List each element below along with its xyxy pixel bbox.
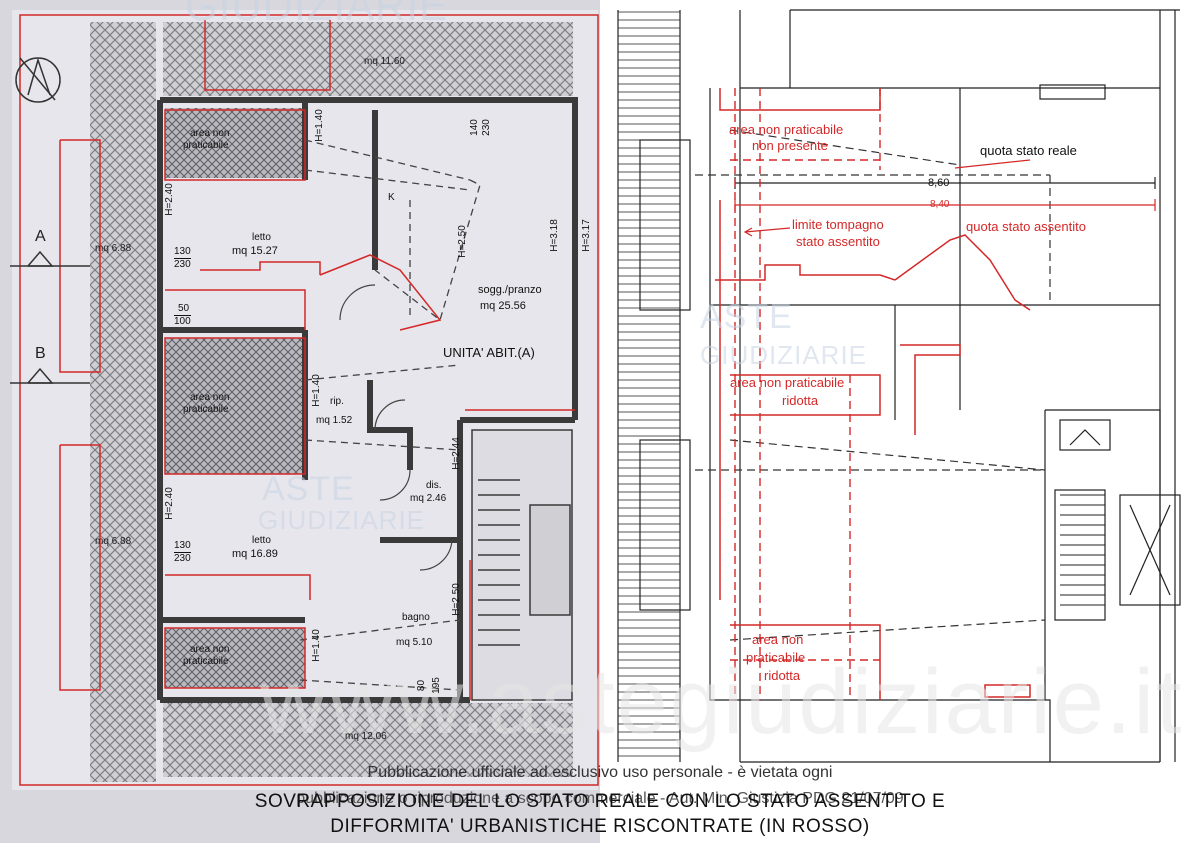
dim-reale-value: 8,60	[928, 177, 950, 189]
bath-area: mq 5.10	[396, 637, 433, 648]
label-side-top: mq 6.88	[95, 243, 132, 254]
height-250-top: H=2.50	[456, 225, 468, 258]
nonwalk-1	[165, 108, 305, 178]
living-name: sogg./pranzo	[478, 284, 542, 296]
height-318: H=3.18	[548, 219, 560, 252]
hall-area: mq 2.46	[410, 493, 447, 504]
height-250-bottom: H=2.50	[450, 583, 462, 616]
kitchen-mark: K	[388, 192, 395, 203]
watermark-brand-left: ASTE	[262, 470, 355, 508]
nonwalk-3-line1: area non	[190, 644, 230, 655]
watermark-brand-top: GIUDIZIARIE	[185, 0, 449, 29]
nonwalk-2-line1: area non	[190, 392, 230, 403]
note-reduced-1: area non praticabile	[730, 375, 845, 390]
bedroom2-name: letto	[252, 535, 271, 546]
label-bottom-terrace: mq 12.06	[345, 731, 387, 742]
balcony-stripes	[618, 10, 680, 762]
storage-area: mq 1.52	[316, 415, 353, 426]
door-top-value: 140	[468, 119, 480, 136]
bath-name: bagno	[402, 612, 430, 623]
left-plan	[0, 0, 600, 843]
nonwalk-2	[165, 338, 305, 474]
label-side-bottom: mq 6.88	[95, 536, 132, 547]
height-317: H=3.17	[580, 219, 592, 252]
note-infill-1: limite tompagno	[792, 217, 884, 232]
terrace-bottom	[163, 703, 573, 777]
hall-name: dis.	[426, 480, 442, 491]
window2-bottom-value: 100	[174, 315, 191, 327]
nonwalk-2-line2: praticabile	[183, 404, 229, 415]
label-top-terrace: mq 11.60	[364, 56, 405, 67]
note-reduced-2: ridotta	[782, 393, 819, 408]
note-reduced-bottom-1: area non	[752, 632, 804, 647]
dim-assentito-value: 8,40	[930, 199, 950, 210]
unit-name: UNITA' ABIT.(A)	[443, 345, 535, 360]
nonwalk-1-line2: praticabile	[183, 140, 229, 151]
watermark-brand-right: ASTE	[700, 298, 793, 336]
nonwalk-3	[165, 628, 305, 688]
small-bottom-value: 195	[430, 677, 442, 694]
watermark-url: www.astegiudiziarie.it	[260, 651, 1184, 753]
note-reduced-bottom-2: praticabile	[746, 650, 806, 665]
bedroom1-name: letto	[252, 232, 271, 243]
terrace-side	[90, 22, 156, 782]
note-not-present-2: non presente	[752, 138, 828, 153]
living-area: mq 25.56	[480, 300, 526, 312]
notice-line-1: Pubblicazione ufficiale ad esclusivo uso…	[367, 764, 833, 781]
door-bottom-value: 230	[480, 119, 492, 136]
bedroom1-area: mq 15.27	[232, 245, 278, 257]
quota-assentito-label: quota stato assentito	[966, 219, 1086, 234]
nonwalk-3-line2: praticabile	[183, 656, 229, 667]
section-a-label: A	[35, 228, 46, 245]
bedroom2-area: mq 16.89	[232, 548, 278, 560]
window-top-value: 130	[174, 246, 191, 257]
height-140-top: H=1.40	[313, 109, 325, 142]
window2-top-value: 50	[178, 303, 190, 314]
note-infill-2: stato assentito	[796, 234, 880, 249]
right-plan	[600, 0, 1200, 843]
storage-name: rip.	[330, 396, 344, 407]
window-bottom-value: 230	[174, 258, 191, 270]
terrace-top	[163, 22, 573, 96]
height-244: H=2.44	[450, 437, 462, 470]
notice-line-2: pubblicazione o riproduzione a scopo com…	[296, 790, 904, 807]
height-240-top: H=2.40	[163, 183, 175, 216]
section-b-label: B	[35, 345, 46, 362]
north-arrow-icon	[15, 57, 61, 103]
height-140-bottom: H=1.40	[310, 629, 322, 662]
note-not-present-1: area non praticabile	[729, 122, 844, 137]
height-240-bottom: H=2.40	[163, 487, 175, 520]
small-top-value: 80	[416, 679, 428, 692]
watermark-brand-right-2: GIUDIZIARIE	[700, 340, 868, 370]
height-140-mid: H=1.40	[310, 374, 322, 407]
window3-bottom-value: 230	[174, 552, 191, 564]
caption-line-1: SOVRAPPOSIZIONE DEL LO STATO REALE CON L…	[254, 791, 946, 812]
watermark-brand-left-2: GIUDIZIARIE	[258, 505, 426, 535]
quota-reale-label: quota stato reale	[980, 143, 1077, 158]
nonwalk-1-line1: area non	[190, 128, 230, 139]
window3-top-value: 130	[174, 540, 191, 551]
caption-line-2: DIFFORMITA' URBANISTICHE RISCONTRATE (IN…	[330, 816, 870, 837]
note-reduced-bottom-3: ridotta	[764, 668, 801, 683]
